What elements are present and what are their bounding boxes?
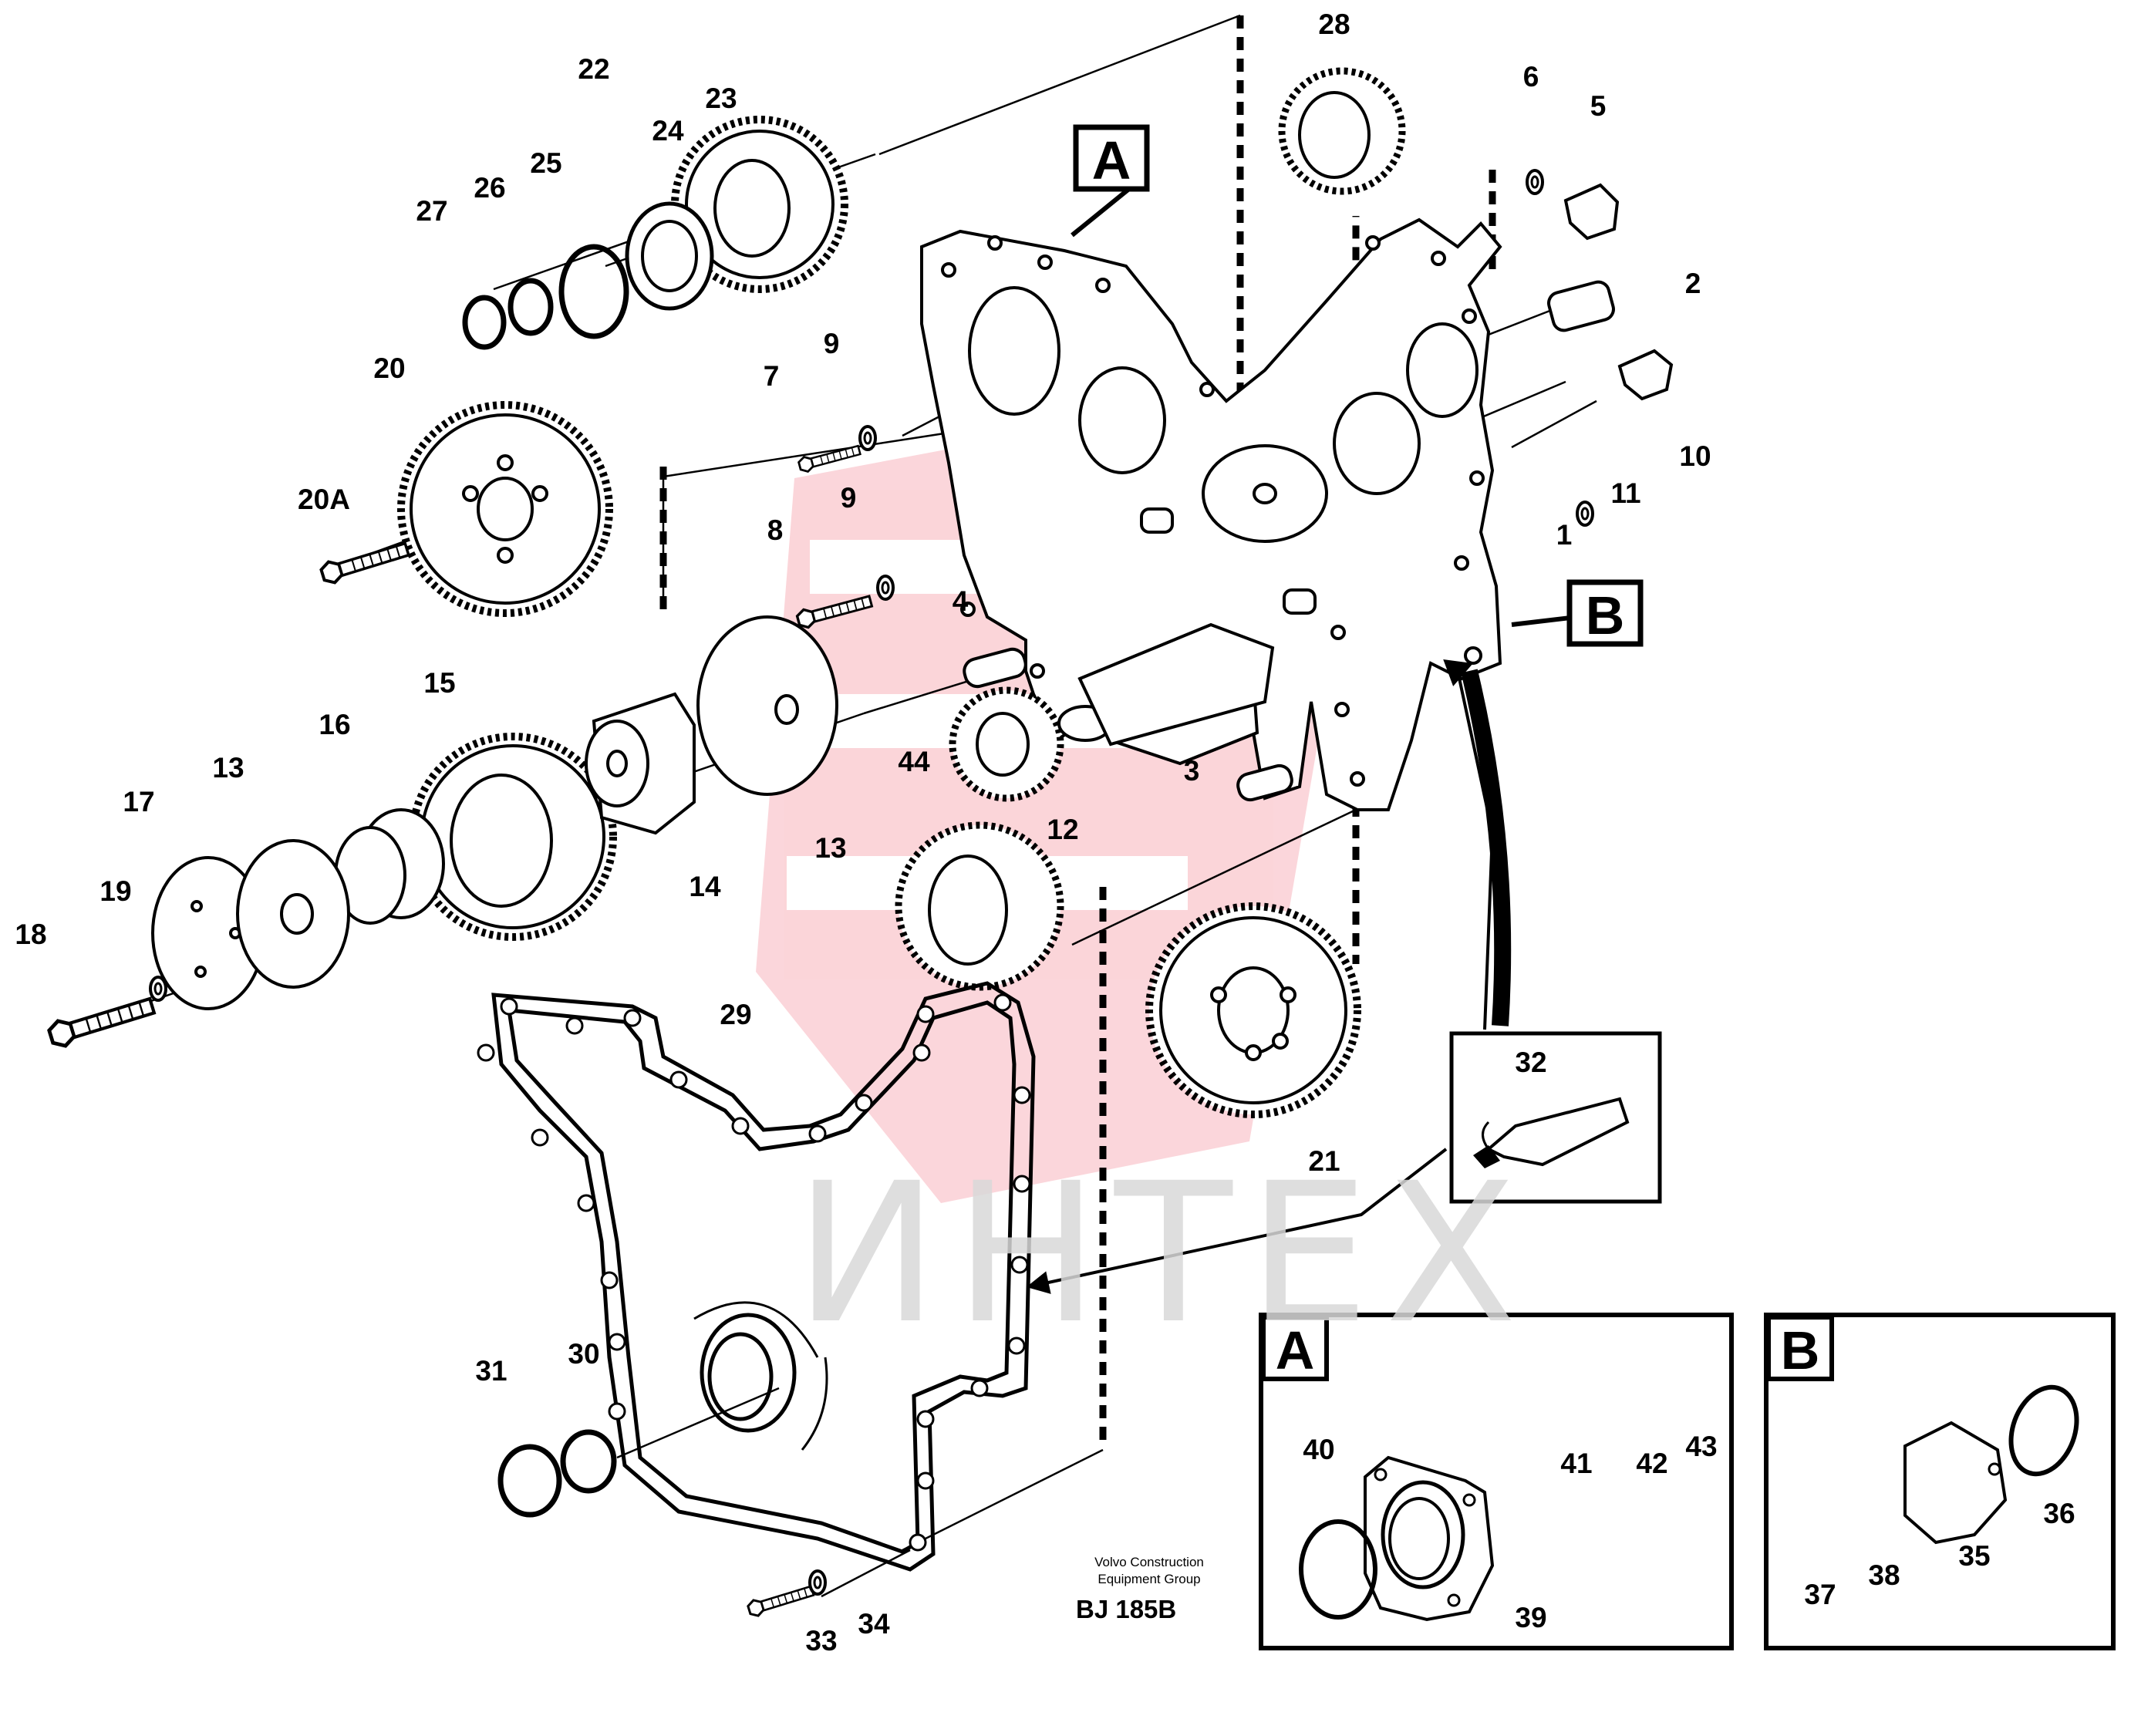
callout-39: 39 [1515,1602,1546,1633]
callout-13: 13 [212,752,244,784]
callout-labels: 123456789910111213131415161718192020A212… [15,8,2075,1657]
callout-21: 21 [1308,1145,1340,1177]
view-a-pointer [1071,183,1578,627]
publisher-credit-line2: Equipment Group [1098,1572,1201,1586]
callout-29: 29 [720,999,751,1030]
view-ref-box-b: B [1566,579,1644,647]
detail-view-b-label: B [1781,1320,1820,1380]
callout-5: 5 [1590,90,1607,122]
view-ref-a-label: A [1092,130,1131,190]
callout-33: 33 [805,1625,837,1657]
callout-23: 23 [705,83,737,114]
callout-34: 34 [858,1608,890,1640]
callout-3: 3 [1184,755,1200,787]
callout-26: 26 [474,172,505,204]
callout-44: 44 [898,746,930,777]
publisher-credit-line1: Volvo Construction [1094,1555,1204,1569]
gears [151,67,1406,1118]
callout-17: 17 [123,786,154,817]
callout-7: 7 [764,360,780,392]
callout-42: 42 [1636,1448,1667,1479]
drawing-number: BJ 185B [1076,1595,1177,1623]
view-ref-box-a: A [1073,124,1150,192]
callout-20: 20 [373,352,405,384]
callout-13: 13 [814,832,846,864]
callout-41: 41 [1560,1448,1592,1479]
callout-15: 15 [423,667,455,699]
callout-16: 16 [319,709,350,740]
callout-37: 37 [1804,1579,1836,1610]
detail-view-b: B [1764,1313,2116,1650]
callout-25: 25 [530,147,561,179]
callout-4: 4 [953,585,969,617]
callout-24: 24 [652,115,684,147]
callout-8: 8 [767,514,784,546]
sealant-callout-box [1026,659,1662,1294]
seal-rings [497,1429,617,1518]
callout-22: 22 [578,53,609,85]
callout-32: 32 [1515,1047,1546,1078]
gasket-bolt-holes [477,993,1031,1552]
watermark-text: ИНТЕХ [794,1141,1532,1366]
callout-30: 30 [568,1338,599,1370]
callout-18: 18 [15,919,46,950]
callout-27: 27 [416,195,447,227]
callout-31: 31 [475,1355,507,1387]
callout-19: 19 [99,875,131,907]
callout-2: 2 [1685,268,1701,299]
callout-20a: 20A [298,484,350,515]
callout-38: 38 [1868,1559,1900,1591]
callout-6: 6 [1523,61,1539,93]
callout-1: 1 [1556,519,1573,551]
callout-43: 43 [1685,1431,1717,1462]
callout-36: 36 [2043,1498,2075,1529]
detail-view-a-label: A [1276,1320,1315,1380]
callout-10: 10 [1679,440,1711,472]
callout-9: 9 [841,482,857,514]
detail-view-a: A [1259,1313,1734,1650]
view-ref-b-label: B [1586,585,1625,646]
callout-28: 28 [1318,8,1350,40]
callout-11: 11 [1610,477,1640,509]
callout-14: 14 [689,871,721,902]
callout-12: 12 [1047,814,1078,845]
callout-9: 9 [824,328,840,359]
callout-35: 35 [1958,1540,1990,1572]
publisher-credit: Volvo Construction Equipment Group [1072,1554,1226,1588]
callout-40: 40 [1303,1434,1334,1465]
